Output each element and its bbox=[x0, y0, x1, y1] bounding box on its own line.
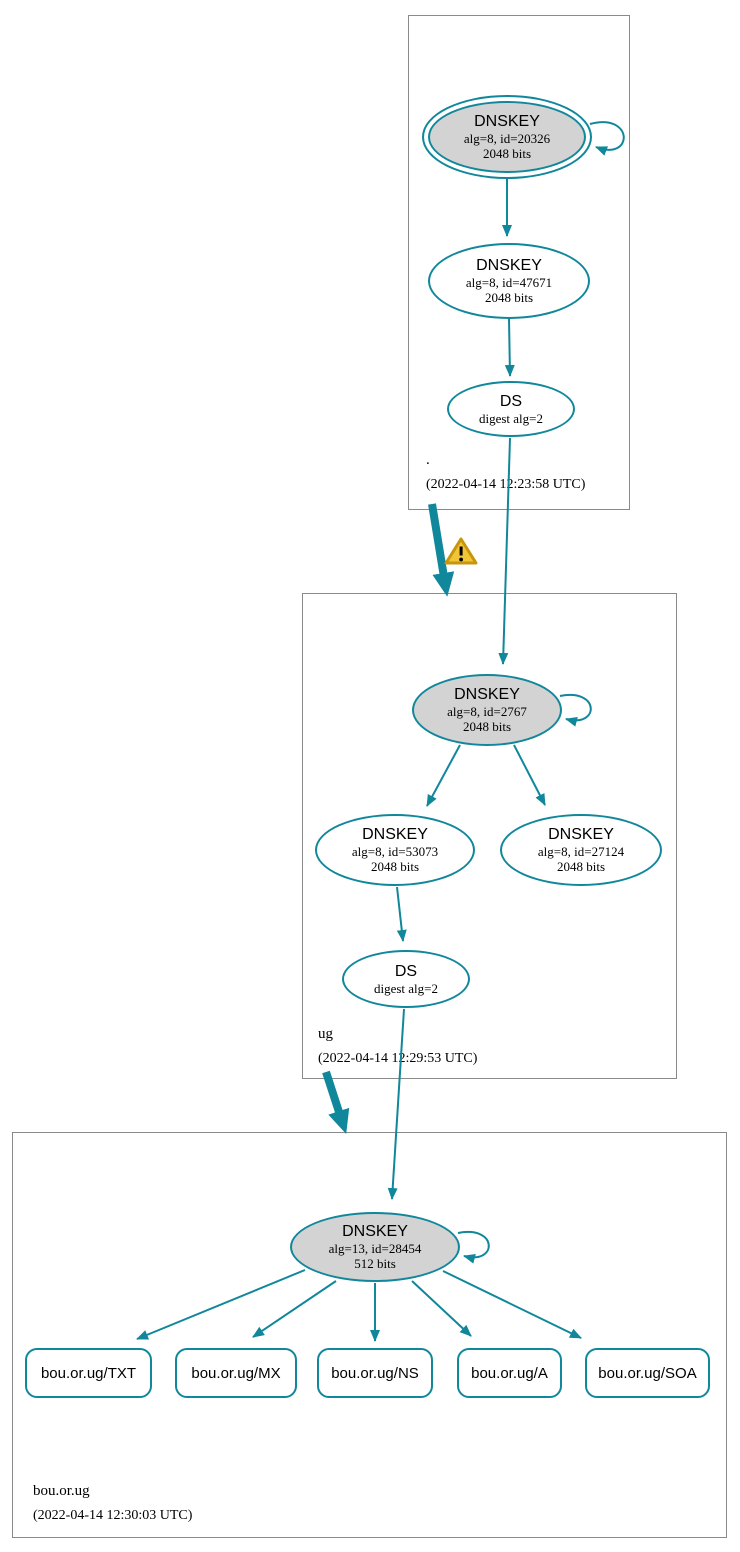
zone-box-ug bbox=[302, 593, 677, 1079]
edge-ug-ksk-to-zsk1 bbox=[426, 744, 461, 807]
zone-name: bou.or.ug bbox=[33, 1483, 90, 1499]
delegation-arrow-root-to-ug bbox=[428, 503, 455, 597]
node-bits: 2048 bits bbox=[484, 290, 534, 305]
edge-ug-ksk-selfloop bbox=[559, 693, 592, 727]
node-detail: alg=8, id=20326 bbox=[463, 131, 551, 146]
node-title: DNSKEY bbox=[474, 113, 540, 130]
rrset-node-soa: bou.or.ug/SOA bbox=[585, 1348, 710, 1398]
zone-meta-bou-or-ug: bou.or.ug (2022-04-14 12:30:03 UTC) bbox=[33, 1483, 192, 1524]
zone-timestamp: (2022-04-14 12:23:58 UTC) bbox=[426, 477, 586, 492]
edge-ug-zsk1-to-ds bbox=[396, 886, 407, 942]
node-title: DNSKEY bbox=[342, 1223, 408, 1240]
node-bits: 2048 bits bbox=[370, 859, 420, 874]
node-detail: alg=8, id=53073 bbox=[351, 844, 439, 859]
zone-box-root bbox=[408, 15, 630, 510]
warning-icon bbox=[444, 537, 478, 565]
node-detail: alg=8, id=47671 bbox=[465, 275, 553, 290]
rrset-label: bou.or.ug/A bbox=[471, 1364, 548, 1382]
edge-bou-ksk-to-a bbox=[411, 1280, 472, 1337]
dnskey-node-ug-zsk1: DNSKEY alg=8, id=53073 2048 bits bbox=[315, 814, 475, 886]
rrset-label: bou.or.ug/MX bbox=[191, 1364, 281, 1382]
node-detail: alg=8, id=2767 bbox=[447, 704, 527, 719]
ds-node-root: DS digest alg=2 bbox=[447, 381, 575, 437]
node-title: DNSKEY bbox=[362, 826, 428, 843]
node-detail: digest alg=2 bbox=[478, 410, 544, 426]
zone-timestamp: (2022-04-14 12:30:03 UTC) bbox=[33, 1508, 193, 1523]
dnskey-node-root-ksk: DNSKEY alg=8, id=20326 2048 bits bbox=[422, 95, 592, 179]
edge-root-zsk-to-ds bbox=[504, 318, 515, 377]
node-bits: 2048 bits bbox=[556, 859, 606, 874]
edge-root-ksk-selfloop bbox=[589, 121, 625, 156]
rrset-label: bou.or.ug/NS bbox=[331, 1364, 419, 1382]
node-detail: digest alg=2 bbox=[373, 980, 439, 996]
node-detail: alg=13, id=28454 bbox=[328, 1241, 422, 1256]
edge-bou-ksk-to-txt bbox=[136, 1269, 306, 1340]
zone-box-bou-or-ug bbox=[12, 1132, 727, 1538]
delegation-arrow-ug-to-bou-or-ug bbox=[322, 1070, 350, 1135]
node-title: DNSKEY bbox=[476, 257, 542, 274]
node-title: DNSKEY bbox=[548, 826, 614, 843]
rrset-node-a: bou.or.ug/A bbox=[457, 1348, 562, 1398]
edge-root-ds-to-ug-ksk bbox=[498, 437, 511, 665]
dnskey-node-bou-ksk: DNSKEY alg=13, id=28454 512 bits bbox=[290, 1212, 460, 1282]
node-detail: alg=8, id=27124 bbox=[537, 844, 625, 859]
edge-ug-ds-to-bou-ksk bbox=[387, 1008, 405, 1200]
dnskey-node-ug-ksk: DNSKEY alg=8, id=2767 2048 bits bbox=[412, 674, 562, 746]
node-bits: 2048 bits bbox=[482, 146, 532, 161]
zone-name: . bbox=[426, 452, 430, 468]
edge-bou-ksk-to-mx bbox=[252, 1280, 337, 1338]
edge-ug-ksk-to-zsk2 bbox=[513, 744, 546, 806]
zone-timestamp: (2022-04-14 12:29:53 UTC) bbox=[318, 1051, 478, 1066]
ds-node-ug: DS digest alg=2 bbox=[342, 950, 470, 1008]
zone-meta-root: . (2022-04-14 12:23:58 UTC) bbox=[426, 452, 585, 493]
zone-name: ug bbox=[318, 1026, 333, 1042]
node-title: DNSKEY bbox=[454, 686, 520, 703]
rrset-node-mx: bou.or.ug/MX bbox=[175, 1348, 297, 1398]
node-bits: 2048 bits bbox=[462, 719, 512, 734]
node-bits: 512 bits bbox=[354, 1256, 396, 1271]
rrset-node-ns: bou.or.ug/NS bbox=[317, 1348, 433, 1398]
edge-bou-ksk-to-soa bbox=[442, 1270, 582, 1339]
dnskey-node-ug-zsk2: DNSKEY alg=8, id=27124 2048 bits bbox=[500, 814, 662, 886]
dnskey-node-root-zsk: DNSKEY alg=8, id=47671 2048 bits bbox=[428, 243, 590, 319]
edge-bou-ksk-selfloop bbox=[457, 1230, 490, 1264]
rrset-node-txt: bou.or.ug/TXT bbox=[25, 1348, 152, 1398]
node-title: DS bbox=[499, 392, 523, 410]
rrset-label: bou.or.ug/TXT bbox=[40, 1364, 137, 1382]
node-title: DS bbox=[394, 962, 418, 980]
rrset-label: bou.or.ug/SOA bbox=[598, 1364, 697, 1382]
zone-meta-ug: ug (2022-04-14 12:29:53 UTC) bbox=[318, 1026, 477, 1067]
